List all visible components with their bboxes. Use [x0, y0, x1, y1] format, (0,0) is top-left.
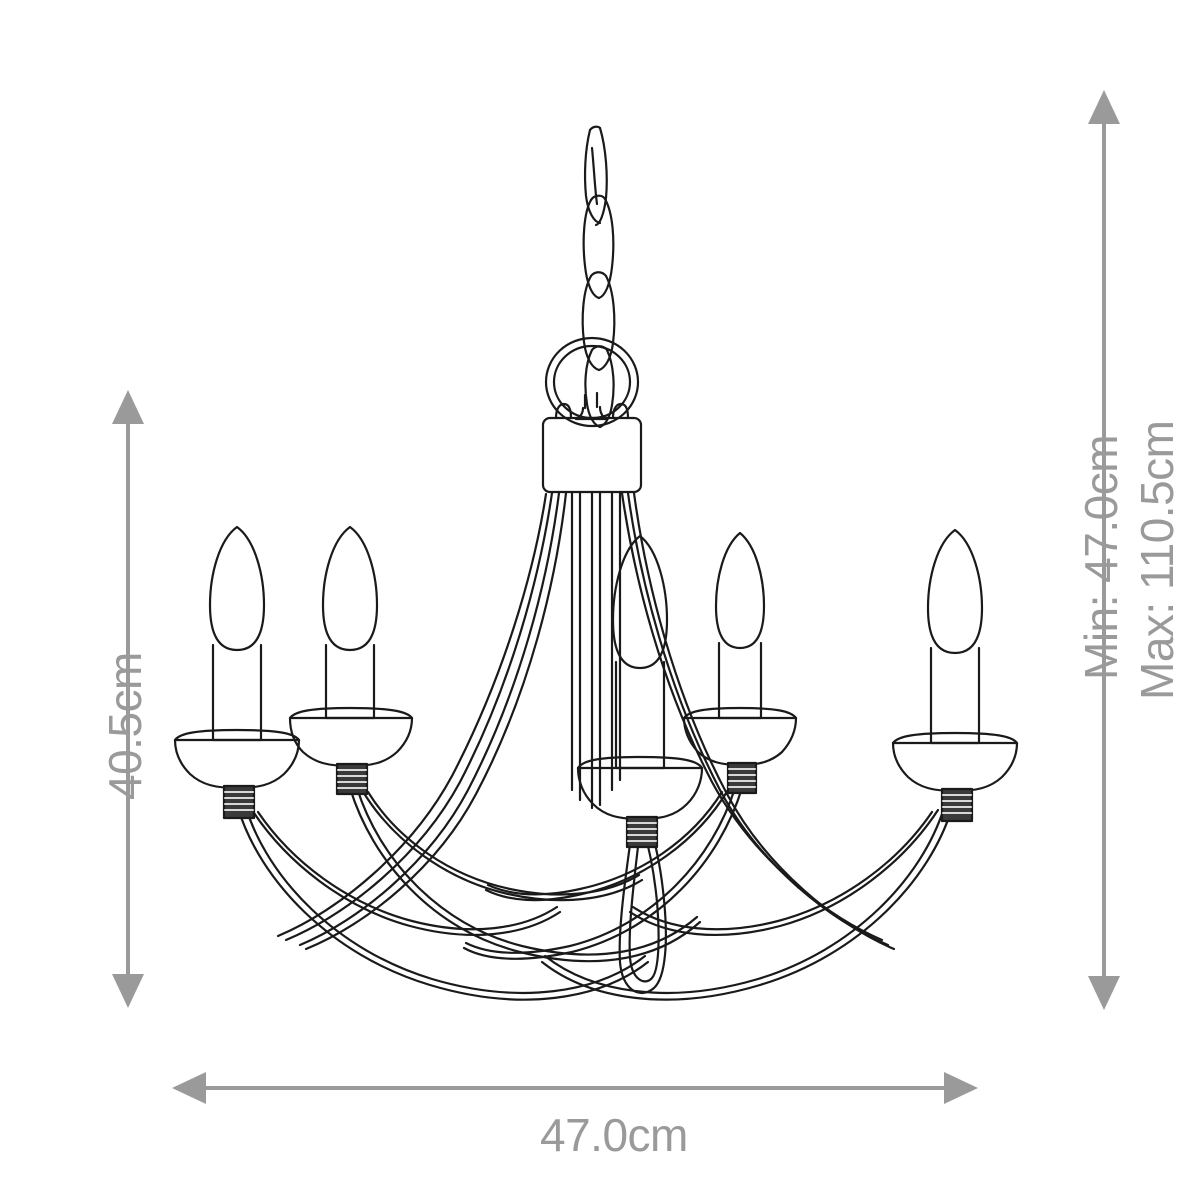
- bulb-4: [714, 531, 766, 650]
- canopy-block: [541, 391, 643, 494]
- candle-arm-1: [173, 525, 301, 820]
- bobeche-1: [173, 738, 301, 790]
- dimension-lines: [112, 90, 1120, 1104]
- height-dimension-label: 40.5cm: [99, 652, 151, 800]
- candle-arm-3: [576, 534, 704, 849]
- width-dimension-label: 47.0cm: [540, 1109, 688, 1161]
- candle-arm-4: [682, 531, 798, 795]
- bulb-1: [208, 525, 266, 652]
- drop-max-dimension-label: Max: 110.5cm: [1131, 420, 1183, 700]
- bobeche-3: [576, 766, 704, 821]
- candle-tube-5: [929, 646, 981, 745]
- bulb-2: [321, 525, 379, 652]
- drop-dimension-arrow: [1088, 90, 1120, 1010]
- swoop-arms: [236, 786, 954, 1001]
- bulb-5: [926, 528, 984, 655]
- width-dimension-arrow: [172, 1072, 978, 1104]
- suspension-chain: [581, 125, 616, 429]
- center-loop-arm: [618, 824, 667, 994]
- candle-arm-2: [288, 525, 414, 796]
- bobeche-2: [288, 716, 414, 768]
- bulb-3: [611, 534, 669, 670]
- bobeche-5: [891, 741, 1019, 793]
- center-rods: [570, 490, 622, 810]
- candle-tube-3: [614, 660, 666, 770]
- candle-tube-1: [211, 643, 263, 742]
- candle-arm-5: [891, 528, 1019, 823]
- height-dimension-arrow: [112, 390, 144, 1008]
- drop-min-dimension-label: Min: 47.0cm: [1075, 434, 1127, 680]
- candle-tube-4: [717, 641, 763, 720]
